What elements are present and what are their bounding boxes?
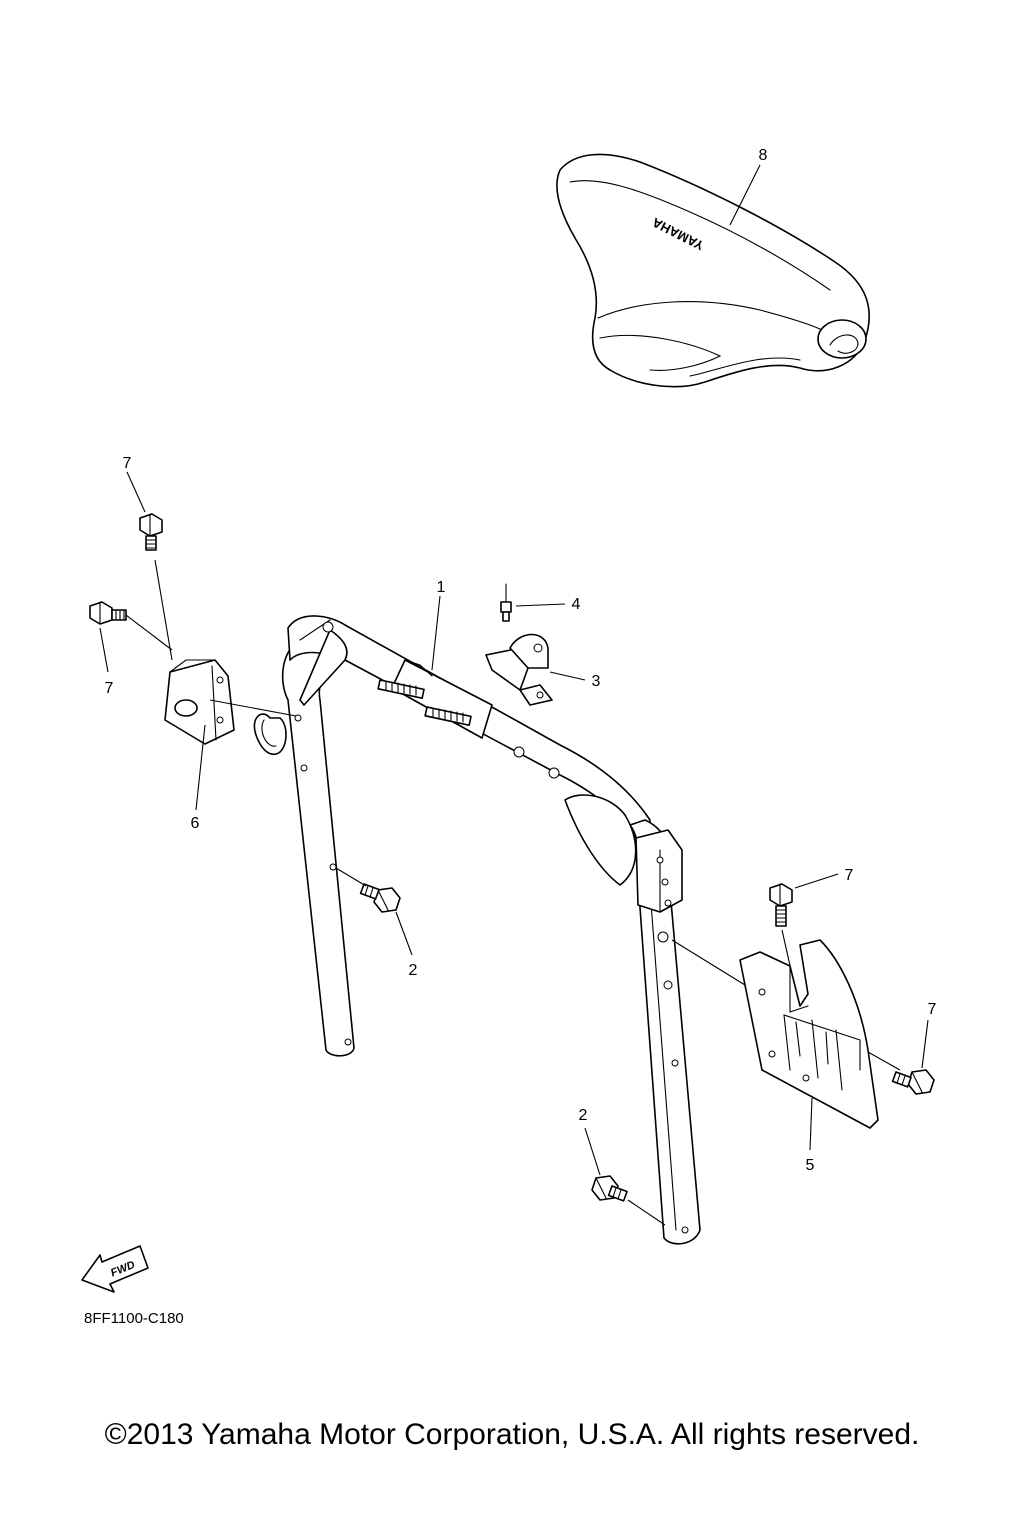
diagram-code: 8FF1100-C180 [84, 1310, 184, 1327]
stud-lower [424, 706, 472, 726]
bolt-7-right-top [769, 883, 793, 927]
seat-pad: YAMAHA [556, 153, 870, 388]
stud-upper [377, 679, 425, 699]
bolt-7-left [89, 601, 127, 625]
copyright-notice: ©2013 Yamaha Motor Corporation, U.S.A. A… [104, 1418, 920, 1451]
part-label-5: 5 [806, 1157, 815, 1174]
part-label-2-upper: 2 [409, 962, 418, 979]
part-label-7-right: 7 [928, 1001, 937, 1018]
bolt-7-top [139, 513, 163, 551]
side-plate-bracket [164, 659, 287, 756]
part-label-7-left: 7 [105, 680, 114, 697]
part-label-3: 3 [592, 673, 601, 690]
part-label-7-right-top: 7 [845, 867, 854, 884]
bolt-7-right [891, 1069, 935, 1095]
part-label-2-lower: 2 [579, 1107, 588, 1124]
part-label-4: 4 [572, 596, 581, 613]
fwd-arrow-icon: FWD [81, 1245, 149, 1293]
bracket-small [485, 633, 553, 706]
bolt-2-upper [359, 883, 401, 913]
bolt-2-lower [591, 1175, 628, 1202]
part-label-8: 8 [759, 147, 768, 164]
main-frame [281, 615, 701, 1245]
mounting-plate [739, 939, 879, 1129]
part-label-1: 1 [437, 579, 446, 596]
part-label-6: 6 [191, 815, 200, 832]
rivet [500, 583, 512, 622]
part-label-7-top: 7 [123, 455, 132, 472]
